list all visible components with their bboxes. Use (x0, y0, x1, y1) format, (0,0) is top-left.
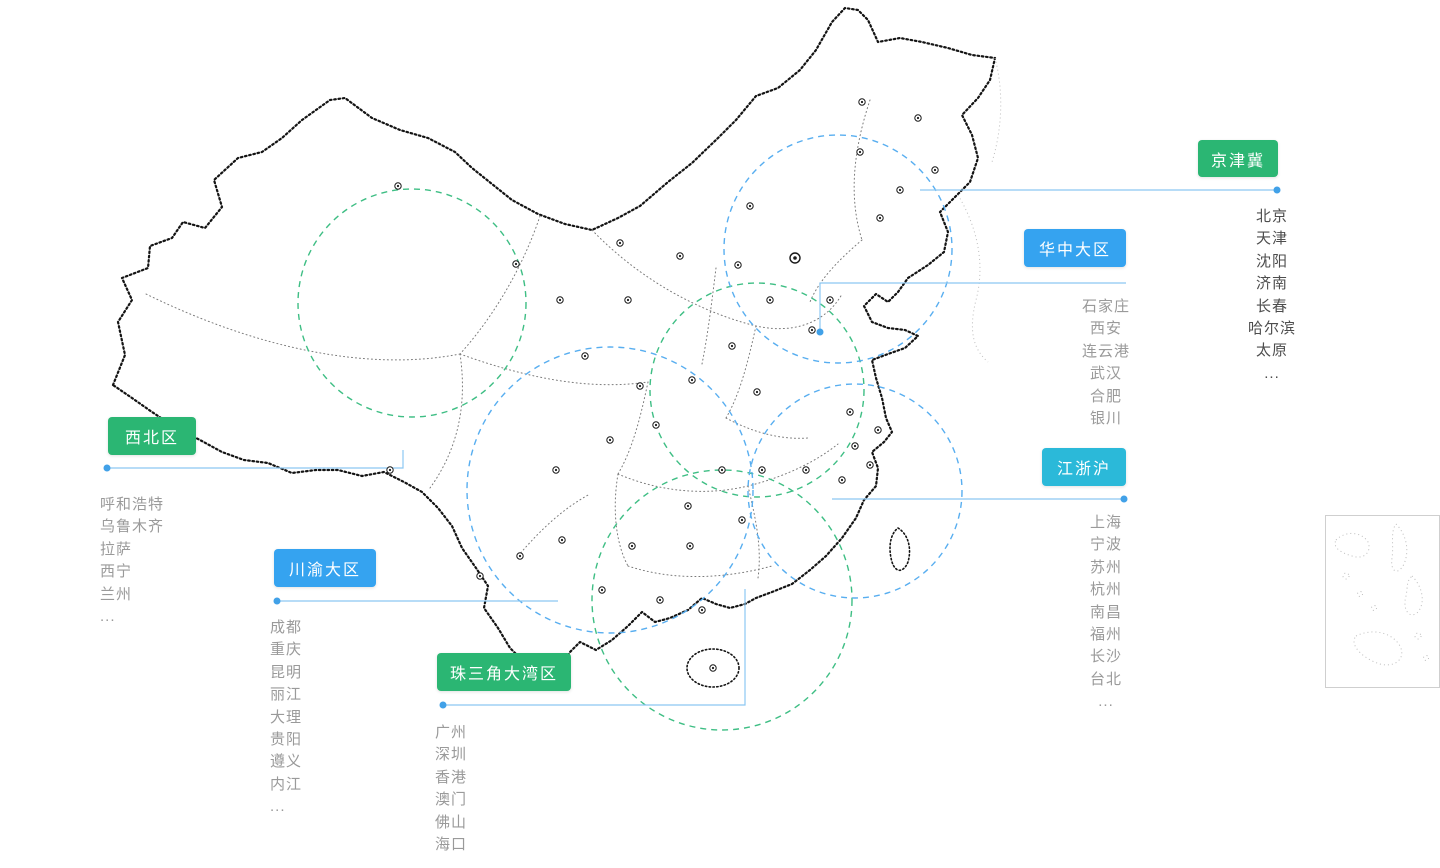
city-list-xibei: 呼和浩特乌鲁木齐拉萨西宁兰州... (100, 494, 230, 628)
city-item: 贵阳 (270, 731, 303, 749)
city-item: 哈尔滨 (1247, 320, 1296, 338)
region-circles (297, 134, 963, 731)
region-circle-zhusanjiao (591, 469, 853, 731)
city-item: 内江 (270, 775, 303, 793)
city-item: 太原 (1255, 342, 1288, 360)
city-item: 香港 (435, 768, 468, 786)
region-circle-jiangzhehu (747, 383, 963, 599)
city-item: 广州 (435, 724, 468, 741)
city-item: ... (100, 608, 116, 626)
city-item: 武汉 (1089, 365, 1122, 383)
region-badge-jiangzhehu[interactable]: 江浙沪 (1042, 448, 1126, 486)
city-markers (386, 98, 939, 672)
city-item: 丽江 (270, 686, 303, 704)
region-badge-xibei[interactable]: 西北区 (108, 417, 196, 455)
city-item: 合肥 (1089, 387, 1122, 405)
city-item: 深圳 (435, 746, 468, 764)
inset-islands-svg (1334, 523, 1429, 666)
city-item: 济南 (1255, 275, 1288, 293)
city-item: 南昌 (1089, 603, 1122, 621)
city-item: 银川 (1089, 410, 1122, 428)
city-item: ... (435, 858, 451, 868)
city-item: 苏州 (1089, 558, 1122, 576)
city-item: 宁波 (1089, 536, 1122, 554)
city-item: 长沙 (1089, 648, 1122, 666)
callout-dot-xibei (103, 464, 111, 472)
hainan-island (686, 648, 740, 688)
region-badge-chuanyu[interactable]: 川渝大区 (274, 549, 376, 587)
region-circle-chuanyu (466, 346, 754, 634)
city-item: 长春 (1255, 297, 1288, 315)
callout-line-xibei (107, 450, 404, 469)
callout-dot-huazhong (816, 328, 824, 336)
callout-line-zhusanjiao (443, 589, 746, 706)
south-china-sea-inset (1325, 515, 1440, 688)
city-list-jiangzhehu: 上海宁波苏州杭州南昌福州长沙台北... (1046, 512, 1166, 714)
callout-dot-chuanyu (273, 597, 281, 605)
taiwan-island (889, 527, 911, 572)
city-item: 澳门 (435, 791, 468, 809)
city-item: ... (270, 798, 286, 816)
region-badge-zhusanjiao[interactable]: 珠三角大湾区 (437, 653, 571, 691)
city-item: 昆明 (270, 663, 303, 681)
callout-dot-zhusanjiao (439, 701, 447, 709)
city-item: 西安 (1089, 320, 1122, 338)
city-item: 石家庄 (1081, 298, 1130, 315)
region-circle-jingjinji (723, 134, 953, 364)
city-item: 福州 (1089, 626, 1122, 644)
city-list-jingjinji: 北京天津沈阳济南长春哈尔滨太原... (1212, 206, 1332, 385)
city-item: 台北 (1089, 670, 1122, 688)
city-item: 成都 (270, 619, 303, 636)
china-outline (111, 6, 997, 688)
city-item: 沈阳 (1255, 252, 1288, 270)
province-borders (145, 57, 1002, 579)
city-item: 大理 (270, 708, 303, 726)
city-list-huazhong: 石家庄西安连云港武汉合肥银川 (1046, 296, 1166, 430)
region-badge-huazhong[interactable]: 华中大区 (1024, 229, 1126, 267)
city-item: ... (1098, 693, 1114, 711)
city-list-zhusanjiao: 广州深圳香港澳门佛山海口... (435, 722, 575, 868)
city-item: 西宁 (100, 563, 133, 581)
callout-dot-jiangzhehu (1120, 495, 1128, 503)
city-item: 重庆 (270, 641, 303, 659)
callout-lines (103, 186, 1281, 709)
callout-line-huazhong (819, 282, 1126, 331)
city-item: 北京 (1255, 208, 1288, 225)
city-item: 天津 (1255, 230, 1288, 248)
region-badge-jingjinji[interactable]: 京津冀 (1198, 140, 1278, 177)
region-circle-huazhong (649, 282, 865, 498)
city-item: 杭州 (1089, 581, 1122, 599)
city-item: 海口 (435, 836, 468, 854)
city-item: 上海 (1089, 514, 1122, 531)
city-item: 呼和浩特 (100, 496, 165, 513)
region-circle-xibei (297, 188, 527, 418)
city-item: 拉萨 (100, 540, 133, 558)
city-item: 乌鲁木齐 (100, 518, 165, 536)
city-item: 佛山 (435, 813, 468, 831)
city-item: 连云港 (1081, 342, 1130, 360)
city-item: 兰州 (100, 585, 133, 603)
city-list-chuanyu: 成都重庆昆明丽江大理贵阳遵义内江... (270, 617, 400, 819)
callout-dot-jingjinji (1273, 186, 1281, 194)
city-item: 遵义 (270, 753, 303, 771)
city-item: ... (1264, 364, 1280, 382)
